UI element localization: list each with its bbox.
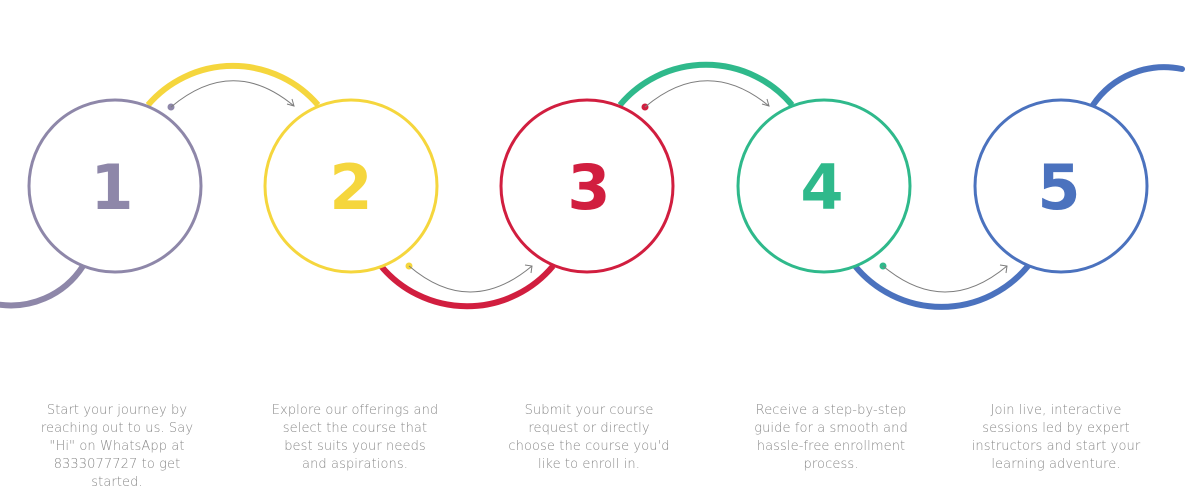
step-5-description: Join live, interactive sessions led by e… — [971, 403, 1141, 472]
step-4-number: 4 — [800, 151, 843, 224]
step-5-circle — [973, 98, 1149, 274]
connector-arc-4-5 — [852, 264, 1031, 310]
step-3-description: Submit your course request or directly c… — [508, 403, 670, 472]
arrow-3-4 — [641, 80, 770, 111]
step-2-circle — [263, 98, 439, 274]
arrow-1-2 — [167, 80, 295, 111]
step-3-number: 3 — [567, 151, 610, 224]
connector-arc-3-4 — [617, 61, 795, 107]
step-5-number: 5 — [1037, 151, 1080, 224]
step-1-number: 1 — [90, 151, 133, 224]
connector-arc-2-3 — [378, 264, 556, 310]
connector-arc-1-2 — [145, 62, 321, 107]
connector-arc-5-right — [1090, 64, 1185, 108]
step-4-description: Receive a step-by-step guide for a smoot… — [754, 403, 908, 472]
step-2-description: Explore our offerings and select the cou… — [271, 403, 439, 472]
arrow-2-3 — [405, 262, 533, 293]
step-4-circle — [736, 98, 912, 274]
step-1-description: Start your journey by reaching out to us… — [40, 403, 194, 490]
step-3-circle — [499, 98, 675, 274]
connector-arc-1-left — [0, 263, 86, 309]
step-2-number: 2 — [329, 151, 372, 224]
step-1-circle — [27, 98, 203, 274]
arrow-4-5 — [879, 262, 1008, 293]
